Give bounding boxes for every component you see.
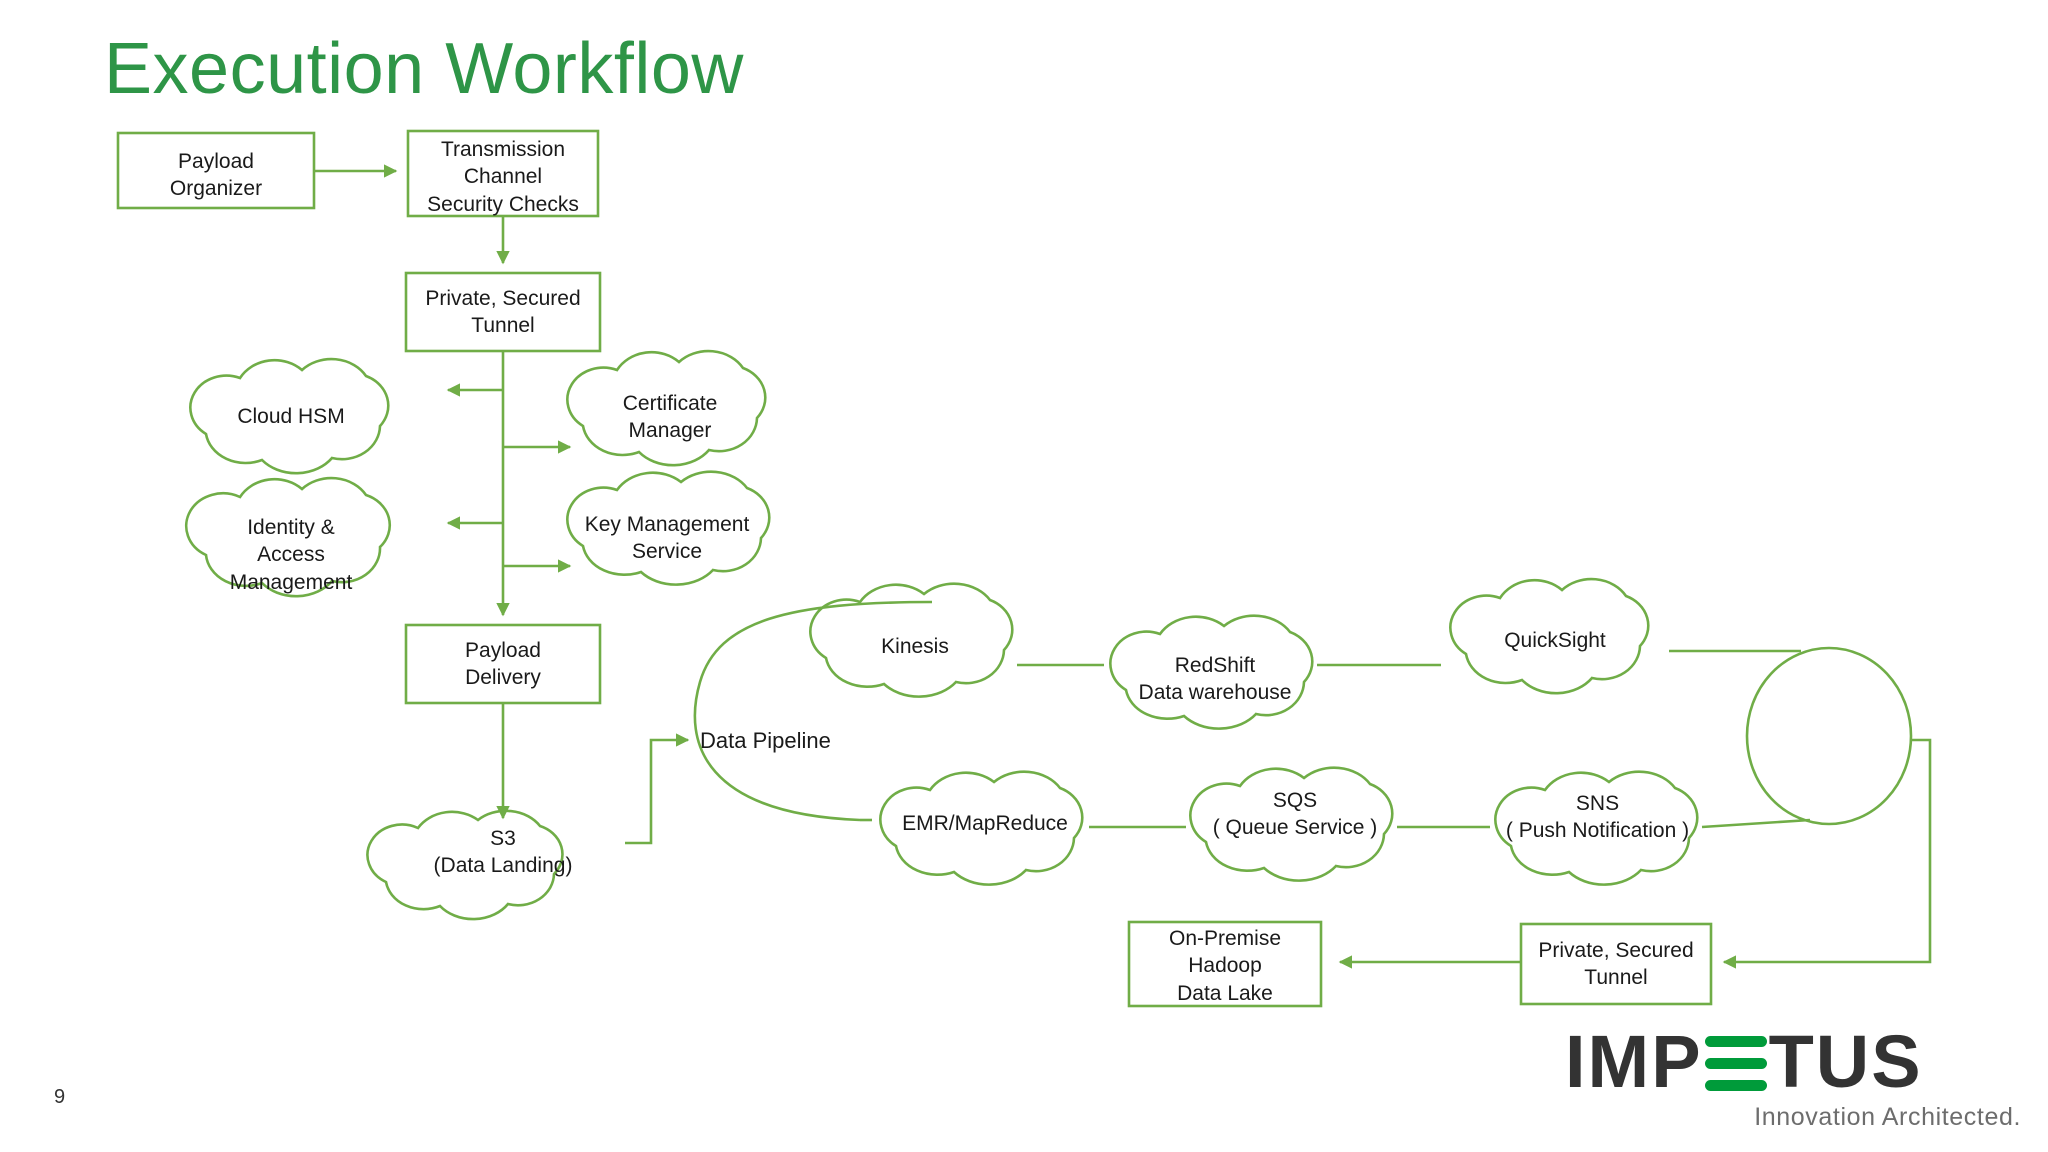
node-identity-access-management: [184, 476, 392, 598]
node-transmission-channel: [406, 129, 600, 218]
node-payload-delivery: [404, 623, 602, 705]
logo-e-bars-icon: [1704, 1025, 1767, 1099]
impetus-tagline: Innovation Architected.: [1754, 1103, 2021, 1131]
page-number: 9: [54, 1086, 66, 1108]
edge-sns-to-merge: [1701, 818, 1811, 829]
edge-s3-to-pipeline: [625, 733, 690, 845]
page-title: Execution Workflow: [104, 29, 744, 109]
logo-text-imp: IMP: [1565, 1020, 1703, 1103]
node-merge-circle: [1745, 646, 1913, 826]
node-sqs: [1189, 766, 1394, 882]
node-key-management-service: [566, 470, 771, 586]
edge-merge-to-tunnel-bottom: [1722, 738, 1932, 969]
node-on-premise-hadoop: [1127, 920, 1323, 1008]
node-cloud-hsm: [189, 357, 390, 475]
node-certificate-manager: [566, 349, 767, 467]
node-data-pipeline-container: [693, 600, 933, 822]
node-quicksight: [1449, 577, 1650, 695]
node-private-tunnel-top: [404, 271, 602, 353]
node-redshift: [1109, 614, 1314, 730]
node-kinesis: [809, 582, 1014, 698]
logo-text-tus: TUS: [1768, 1020, 1923, 1103]
node-sns: [1494, 770, 1699, 886]
node-s3-data-landing: [366, 809, 564, 921]
node-payload-organizer: [116, 131, 316, 210]
node-private-tunnel-bottom: [1519, 922, 1713, 1006]
node-emr-mapreduce: [879, 770, 1084, 886]
